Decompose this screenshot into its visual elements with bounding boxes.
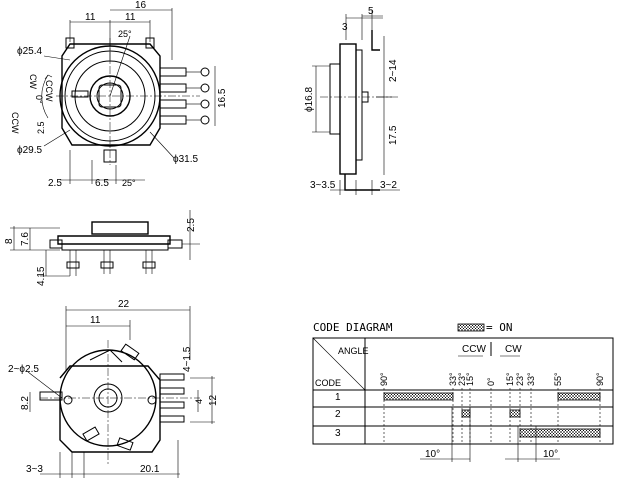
bottom-dim-11: 11 xyxy=(90,315,101,326)
angle-tick-label: 33° xyxy=(526,372,536,386)
header-code: CODE xyxy=(315,378,341,388)
bottom-dim-2-dia-2-5: 2~ϕ2.5 xyxy=(8,364,39,375)
pitch-10-right: 10° xyxy=(543,449,558,460)
code-row-label: 2 xyxy=(335,409,341,420)
front-dim-7-6: 7.6 xyxy=(20,232,31,246)
angle-tick-label: 55° xyxy=(553,372,563,386)
dia-31-5: ϕ31.5 xyxy=(173,154,199,165)
angle-tick-label: 0° xyxy=(486,377,496,386)
code-diagram-title: CODE DIAGRAM xyxy=(313,321,393,334)
on-range-bar xyxy=(519,428,601,438)
rotation-cw: CW xyxy=(28,74,38,89)
side-ccw-label: CCW xyxy=(10,112,20,134)
front-dim-8: 8 xyxy=(4,238,15,244)
dia-25-4: ϕ25.4 xyxy=(17,46,43,57)
bottom-dim-12: 12 xyxy=(208,394,219,406)
legend-on-label: = ON xyxy=(486,321,513,334)
top-view: 11 11 16 25° xyxy=(10,0,228,189)
bottom-dim-22: 22 xyxy=(118,299,130,310)
angle-tick-label: 90° xyxy=(379,372,389,386)
angle-tick-label: 15° xyxy=(505,372,515,386)
front-dim-2-5: 2.5 xyxy=(186,218,197,232)
on-range-bar xyxy=(383,392,454,401)
legend-swatch xyxy=(457,323,485,332)
side-dim-3-2: 3~2 xyxy=(380,180,397,191)
angle-tick-label: 90° xyxy=(595,372,605,386)
rotation-ccw: CCW xyxy=(44,80,54,102)
angle-tick-label: 15° xyxy=(465,372,475,386)
header-angle: ANGLE xyxy=(338,346,369,356)
pitch-10-left: 10° xyxy=(425,449,440,460)
bottom-dim-3-3: 3~3 xyxy=(26,464,43,475)
on-range-bar xyxy=(509,409,521,418)
terminal-group xyxy=(159,67,210,125)
code-row-label: 3 xyxy=(335,428,341,439)
side-dim-2-14: 2~14 xyxy=(388,59,399,82)
side-dim-3-3-5: 3~3.5 xyxy=(310,180,336,191)
angle-tick-label: 23° xyxy=(457,372,467,386)
angle-25-top: 25° xyxy=(118,29,132,39)
angle-tick-label: 23° xyxy=(515,372,525,386)
angle-tick-label: 33° xyxy=(448,372,458,386)
dim-6-5: 6.5 xyxy=(95,178,109,189)
front-dim-4-15: 4.15 xyxy=(36,266,47,286)
on-range-bar xyxy=(557,392,601,401)
dim-11-right: 11 xyxy=(125,12,136,23)
dim-16: 16 xyxy=(135,0,147,11)
bottom-dim-8-2: 8.2 xyxy=(20,396,31,410)
side-dim-2-5: 2.5 xyxy=(36,121,46,134)
side-dim-17-5: 17.5 xyxy=(388,125,399,145)
on-range-bar xyxy=(461,409,471,418)
angle-25-bottom: 25° xyxy=(122,178,136,188)
dim-16-5: 16.5 xyxy=(217,88,228,108)
dia-29-5: ϕ29.5 xyxy=(17,145,43,156)
dim-11-left: 11 xyxy=(85,12,96,23)
bottom-view: 22 11 4~1.5 4 12 8.2 2~ϕ2.5 xyxy=(8,299,219,478)
dim-2-5-bottom: 2.5 xyxy=(48,178,62,189)
code-row-label: 1 xyxy=(335,392,341,403)
side-dim-5: 5 xyxy=(368,6,374,17)
code-diagram: CODE DIAGRAM = ON ANGLE CODE 123 90°33°2… xyxy=(312,321,614,462)
label-ccw: CCW xyxy=(462,344,486,355)
label-cw: CW xyxy=(505,344,522,355)
bottom-dim-4-1-5: 4~1.5 xyxy=(182,346,193,372)
front-view: 8 7.6 4.15 2.5 xyxy=(4,210,200,286)
bottom-dim-20-1: 20.1 xyxy=(140,464,160,475)
side-dia-16-8: ϕ16.8 xyxy=(304,86,315,112)
side-dim-3: 3 xyxy=(342,22,348,33)
rotation-zero: 0° xyxy=(34,95,44,104)
bottom-dim-4: 4 xyxy=(194,399,204,404)
side-view: 3 5 ϕ16.8 2~14 17.5 3~3.5 3~2 xyxy=(304,6,400,195)
